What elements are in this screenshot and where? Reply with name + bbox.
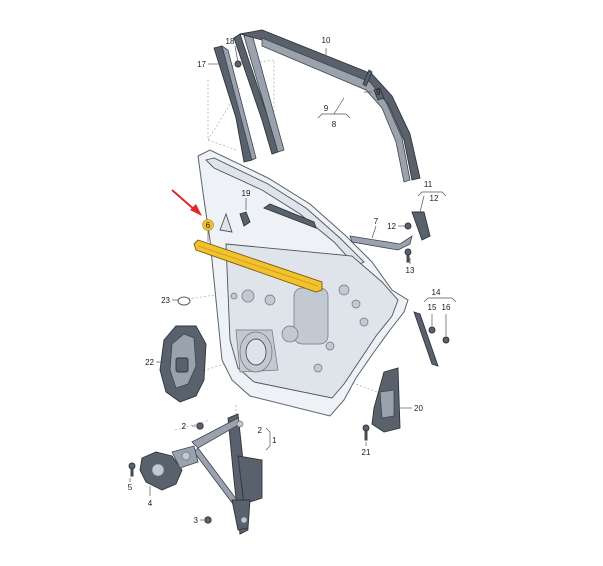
callout-16[interactable]: 16	[442, 303, 451, 312]
callout-17[interactable]: 17	[197, 60, 206, 69]
inner-trim-pieces	[239, 203, 413, 251]
callout-19[interactable]: 19	[242, 189, 251, 198]
callout-6[interactable]: 6	[206, 221, 211, 230]
callout-1[interactable]: 1	[272, 436, 277, 445]
callout-23[interactable]: 23	[161, 296, 170, 305]
callout-12-bracket[interactable]: 12	[430, 194, 439, 203]
weatherstrip-part-6	[193, 239, 323, 293]
part-callouts: 6 1 2 2 3 4 5 7 8 9 9 10 11 12 12 13 14 …	[128, 36, 451, 525]
window-frame-trim	[233, 29, 421, 183]
callout-18[interactable]: 18	[226, 37, 235, 46]
callout-3[interactable]: 3	[194, 516, 199, 525]
callout-8[interactable]: 8	[332, 120, 337, 129]
side-trim-14	[413, 311, 450, 367]
inner-cover-panel	[159, 325, 207, 403]
screws	[128, 422, 212, 524]
callout-9[interactable]: 9	[376, 88, 381, 97]
callout-11[interactable]: 11	[424, 180, 433, 189]
callout-21[interactable]: 21	[362, 448, 371, 457]
pointer-arrow	[171, 189, 202, 216]
window-regulator	[191, 413, 263, 535]
callout-2-bracket[interactable]: 2	[258, 426, 263, 435]
highlight-badge	[202, 219, 214, 231]
grommet-23	[177, 296, 191, 306]
callout-12[interactable]: 12	[387, 222, 396, 231]
callout-10[interactable]: 10	[322, 36, 331, 45]
callout-7[interactable]: 7	[374, 217, 379, 226]
pillar-trim-17	[213, 45, 257, 163]
pillar-bracket-11	[404, 211, 431, 263]
leader-lines	[129, 45, 457, 521]
callout-15[interactable]: 15	[428, 303, 437, 312]
callout-4[interactable]: 4	[148, 499, 153, 508]
callout-13[interactable]: 13	[406, 266, 415, 275]
callout-20[interactable]: 20	[414, 404, 423, 413]
callout-9-bracket[interactable]: 9	[324, 104, 329, 113]
window-motor	[139, 445, 199, 491]
callout-5[interactable]: 5	[128, 483, 133, 492]
bracket-20	[362, 367, 401, 441]
callout-2-top[interactable]: 2	[182, 422, 187, 431]
callout-14[interactable]: 14	[432, 288, 441, 297]
callout-22[interactable]: 22	[145, 358, 154, 367]
